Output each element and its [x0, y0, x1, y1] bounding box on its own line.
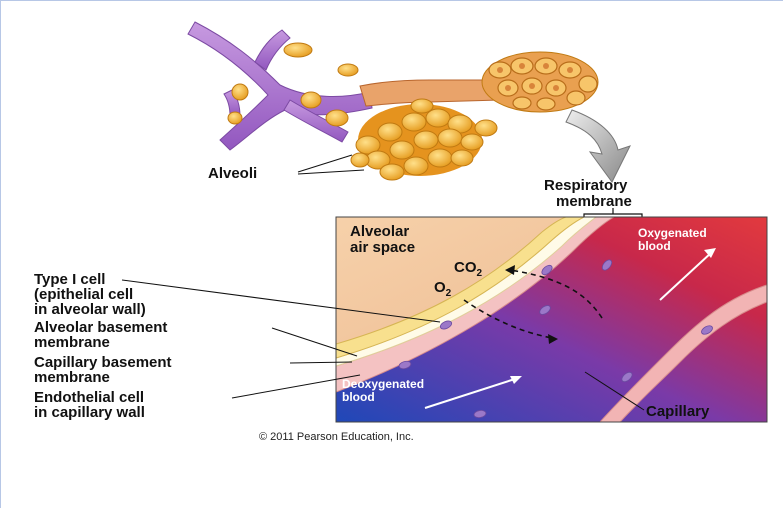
leader-line-alveoli-1 [298, 155, 352, 172]
leader-line-alveoli-2 [298, 170, 364, 174]
label-deoxygenated-line2: blood [342, 390, 375, 404]
label-endothelial-line2: in capillary wall [34, 404, 145, 421]
label-capillary-bm-line2: membrane [34, 369, 110, 386]
label-respiratory-line1: Respiratory [544, 177, 628, 194]
label-alveolar-line1: Alveolar [350, 223, 409, 240]
magnification-arrow [566, 110, 630, 182]
label-co2-subscript: 2 [477, 268, 483, 279]
label-alveolar-line2: air space [350, 239, 415, 256]
label-alveolar-bm-line2: membrane [34, 334, 110, 351]
label-deoxygenated-line1: Deoxygenated [342, 377, 424, 391]
label-oxygenated-line1: Oxygenated [638, 226, 707, 240]
alveolar-sac-cluster-cutaway [482, 52, 598, 112]
bronchiole-tree-illustration [188, 22, 598, 180]
label-respiratory-line2: membrane [556, 193, 632, 210]
label-oxygenated-line2: blood [638, 239, 671, 253]
label-o2-subscript: 2 [446, 288, 452, 299]
label-alveoli: Alveoli [208, 165, 257, 182]
label-o2-main: O [434, 279, 446, 296]
alveolar-sac-cluster-lower [351, 99, 497, 180]
copyright-notice: © 2011 Pearson Education, Inc. [259, 431, 414, 443]
label-co2-main: CO [454, 259, 477, 276]
label-capillary: Capillary [646, 403, 710, 420]
label-type1-line3: in alveolar wall) [34, 301, 146, 318]
